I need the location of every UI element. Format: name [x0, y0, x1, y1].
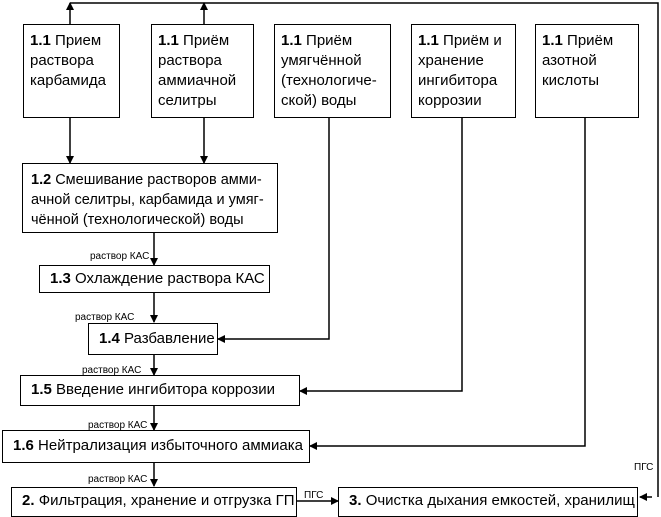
box-number: 1.3	[50, 270, 71, 287]
box-text: Смешивание растворов амми-ачной селитры,…	[31, 172, 264, 228]
box-number: 1.5	[31, 381, 52, 398]
box-text: Очистка дыхания емкостей, хранилищ	[365, 492, 635, 509]
box-number: 1.1	[281, 32, 302, 49]
box-number: 1.6	[13, 437, 34, 454]
box-text: Приём азотной кислоты	[542, 32, 614, 89]
label-kas-1: раствор КАС	[90, 251, 150, 262]
label-kas-3: раствор КАС	[82, 365, 142, 376]
box-filtration: 2. Фильтрация, хранение и отгрузка ГП	[11, 487, 297, 517]
box-ammonium-nitrate-receipt: 1.1 Приём раствора аммиачной селитры	[151, 24, 254, 118]
box-text: Приём и хранение ингибитора коррозии	[418, 32, 502, 109]
label-kas-4: раствор КАС	[88, 420, 148, 431]
box-text: Приём умягчённой (технологиче-ской) воды	[281, 32, 377, 109]
label-pgs-2: ПГС	[634, 462, 654, 473]
box-number: 1.1	[418, 32, 439, 49]
box-number: 1.1	[542, 32, 563, 49]
box-text: Приём раствора аммиачной селитры	[158, 32, 237, 109]
label-pgs-1: ПГС	[304, 490, 324, 501]
box-text: Охлаждение раствора КАС	[75, 270, 265, 287]
box-vent-cleaning: 3. Очистка дыхания емкостей, хранилищ	[338, 487, 638, 517]
box-number: 1.1	[158, 32, 179, 49]
box-number: 1.4	[99, 330, 120, 347]
box-soft-water-receipt: 1.1 Приём умягчённой (технологиче-ской) …	[274, 24, 391, 118]
label-kas-5: раствор КАС	[88, 474, 148, 485]
box-text: Фильтрация, хранение и отгрузка ГП	[38, 492, 295, 509]
box-text: Введение ингибитора коррозии	[56, 381, 276, 398]
arrow-b5-neut	[309, 118, 586, 450]
box-mixing: 1.2 Смешивание растворов амми-ачной сели…	[22, 163, 278, 233]
arrow-b4-inhib	[299, 118, 463, 395]
box-text: Нейтрализация избыточного аммиака	[38, 437, 303, 454]
box-nitric-acid-receipt: 1.1 Приём азотной кислоты	[535, 24, 639, 118]
box-dilution: 1.4 Разбавление	[88, 323, 218, 355]
box-text: Прием раствора карбамида	[30, 32, 106, 89]
box-inhibitor-intro: 1.5 Введение ингибитора коррозии	[20, 375, 300, 406]
box-number: 2.	[22, 492, 35, 509]
box-cooling: 1.3 Охлаждение раствора КАС	[39, 265, 270, 293]
box-number: 1.1	[30, 32, 51, 49]
box-neutralization: 1.6 Нейтрализация избыточного аммиака	[2, 430, 310, 463]
box-inhibitor-receipt: 1.1 Приём и хранение ингибитора коррозии	[411, 24, 516, 118]
box-number: 3.	[349, 492, 362, 509]
label-kas-2: раствор КАС	[75, 312, 135, 323]
arrow-b3-dilute	[217, 118, 330, 343]
box-text: Разбавление	[124, 330, 215, 347]
feedback-line	[70, 2, 659, 497]
box-number: 1.2	[31, 172, 52, 188]
box-urea-receipt: 1.1 Прием раствора карбамида	[23, 24, 120, 118]
